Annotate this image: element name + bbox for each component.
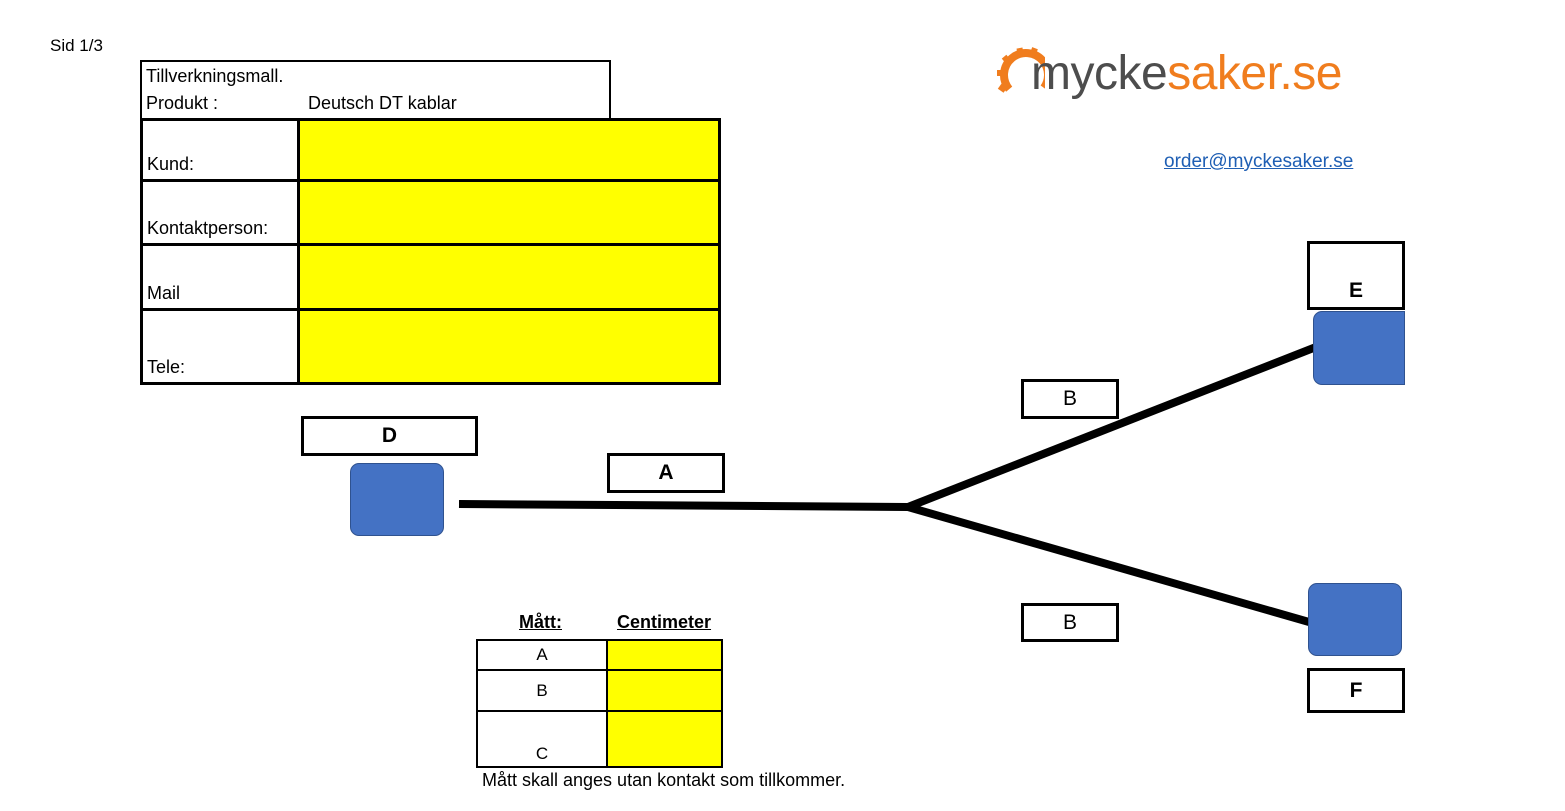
- cable-main: [458, 500, 909, 511]
- phone-label: Tele:: [140, 308, 300, 385]
- connector-d: [350, 463, 444, 536]
- label-d: D: [301, 416, 478, 456]
- measurement-value-c[interactable]: [606, 710, 723, 768]
- customer-label: Kund:: [140, 118, 300, 182]
- template-title: Tillverkningsmall.: [146, 66, 284, 86]
- connector-f: [1308, 583, 1402, 656]
- measurement-dim-a: A: [476, 639, 608, 671]
- logo-wordmark: myckesaker.se: [1031, 47, 1342, 100]
- brand-logo: myckesaker.se: [995, 40, 1385, 110]
- cable-branch-lower: [906, 503, 1311, 626]
- page-number: Sid 1/3: [50, 36, 103, 55]
- label-b-upper: B: [1021, 379, 1119, 419]
- measurement-header-unit: Centimeter: [617, 612, 712, 632]
- product-label: Produkt :: [146, 93, 219, 113]
- measurement-header-dim: Mått:: [519, 612, 562, 632]
- product-value: Deutsch DT kablar: [308, 93, 457, 113]
- mail-field[interactable]: [297, 243, 721, 311]
- cable-branch-upper: [906, 343, 1318, 511]
- label-e: E: [1307, 241, 1405, 310]
- phone-field[interactable]: [297, 308, 721, 385]
- customer-form: Kund: Kontaktperson: Mail Tele:: [140, 118, 721, 385]
- label-b-lower: B: [1021, 603, 1119, 642]
- connector-e: [1313, 311, 1405, 385]
- order-email-link[interactable]: order@myckesaker.se: [1164, 151, 1354, 172]
- measurement-table: A B C: [476, 639, 723, 768]
- customer-field[interactable]: [297, 118, 721, 182]
- label-a: A: [607, 453, 725, 493]
- measurement-value-a[interactable]: [606, 639, 723, 671]
- header-box: Tillverkningsmall. Produkt : Deutsch DT …: [140, 60, 611, 120]
- gear-icon: [997, 47, 1045, 101]
- measurement-note: Mått skall anges utan kontakt som tillko…: [482, 770, 846, 790]
- measurement-dim-b: B: [476, 669, 608, 712]
- measurement-value-b[interactable]: [606, 669, 723, 712]
- label-f: F: [1307, 668, 1405, 713]
- contact-person-field[interactable]: [297, 179, 721, 246]
- contact-person-label: Kontaktperson:: [140, 179, 300, 246]
- mail-label: Mail: [140, 243, 300, 311]
- measurement-dim-c: C: [476, 710, 608, 768]
